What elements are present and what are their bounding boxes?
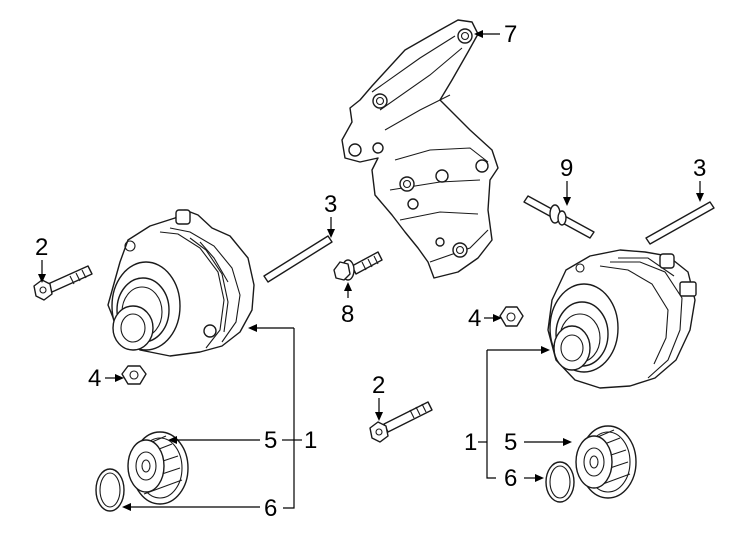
callout-3-right: 3 <box>693 155 706 182</box>
pulley-left <box>127 431 189 505</box>
callout-7: 7 <box>504 21 517 48</box>
stud-with-collar <box>523 195 595 239</box>
callout-2-lower-middle: 2 <box>372 372 385 399</box>
callout-5-left: 5 <box>264 427 277 454</box>
bolt-lower-middle <box>369 401 433 443</box>
nut-right <box>499 306 524 327</box>
callout-5-right: 5 <box>504 429 517 456</box>
leader-lines <box>38 30 704 511</box>
nut-left <box>121 365 147 385</box>
alternator-right <box>547 249 697 389</box>
bolt-center <box>333 251 383 281</box>
mounting-bracket <box>341 19 499 279</box>
callout-9: 9 <box>560 155 573 182</box>
callout-1-right: 1 <box>464 429 477 456</box>
pulley-right <box>575 425 637 499</box>
callout-8: 8 <box>341 301 354 328</box>
callout-4-right: 4 <box>468 305 481 332</box>
bolt-upper-left <box>33 265 93 301</box>
alternator-left <box>107 209 255 357</box>
callout-1-left: 1 <box>304 427 317 454</box>
stud-middle <box>263 235 333 283</box>
callout-6-right: 6 <box>504 465 517 492</box>
callout-2-upper-left: 2 <box>35 234 48 261</box>
callout-4-left: 4 <box>88 365 101 392</box>
callout-labels: 7 2 2 3 3 9 8 4 4 5 1 6 1 5 6 <box>35 21 706 522</box>
callout-6-left: 6 <box>264 495 277 522</box>
stud-right <box>645 201 715 245</box>
seal-ring-left <box>95 468 125 512</box>
seal-ring-right <box>545 461 575 503</box>
callout-3-middle: 3 <box>324 191 337 218</box>
